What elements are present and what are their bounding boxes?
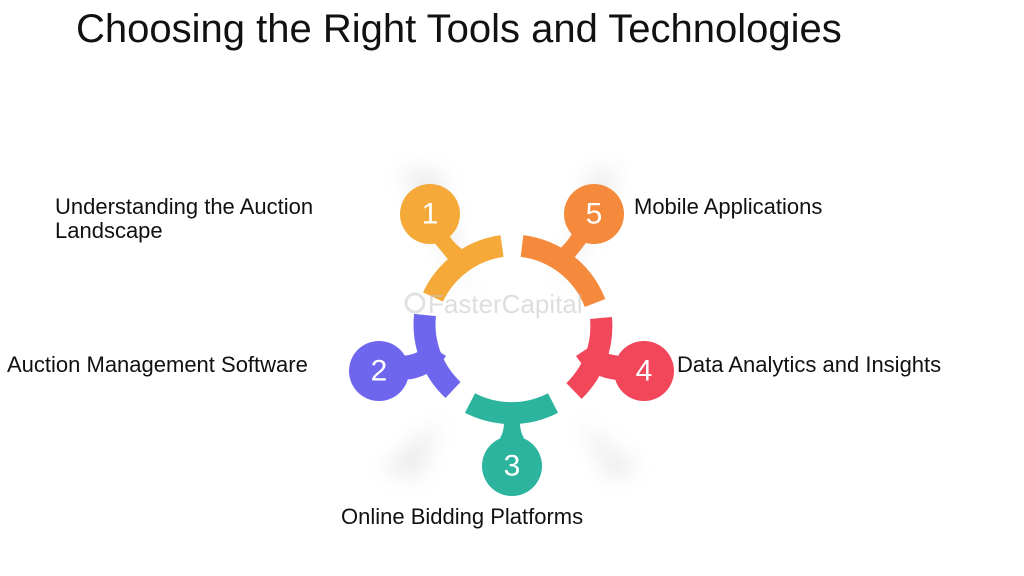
step-1-node: 1 bbox=[400, 184, 460, 244]
page-title: Choosing the Right Tools and Technologie… bbox=[76, 7, 842, 51]
step-2-node: 2 bbox=[349, 341, 409, 401]
step-4-label: Data Analytics and Insights bbox=[677, 352, 942, 377]
step-1-label: Understanding the Auction Landscape bbox=[55, 194, 314, 243]
step-1-number: 1 bbox=[422, 198, 439, 231]
ring-segment-3 bbox=[464, 393, 559, 425]
step-3-label: Online Bidding Platforms bbox=[341, 504, 584, 529]
watermark-text: FasterCapital bbox=[428, 289, 583, 319]
connector-5 bbox=[552, 230, 588, 272]
connector-3 bbox=[500, 414, 524, 438]
step-3-number: 3 bbox=[504, 450, 521, 483]
connector-2 bbox=[398, 344, 446, 380]
step-5-number: 5 bbox=[586, 198, 603, 231]
step-2-label: Auction Management Software bbox=[7, 352, 308, 377]
step-2-number: 2 bbox=[371, 355, 388, 388]
step-4-node: 4 bbox=[614, 341, 674, 401]
step-5-node: 5 bbox=[564, 184, 624, 244]
step-4-number: 4 bbox=[636, 355, 653, 388]
step-5-label: Mobile Applications bbox=[634, 194, 823, 219]
connector-4 bbox=[576, 344, 624, 380]
step-3-node: 3 bbox=[482, 436, 542, 496]
watermark: FasterCapital bbox=[404, 289, 583, 319]
